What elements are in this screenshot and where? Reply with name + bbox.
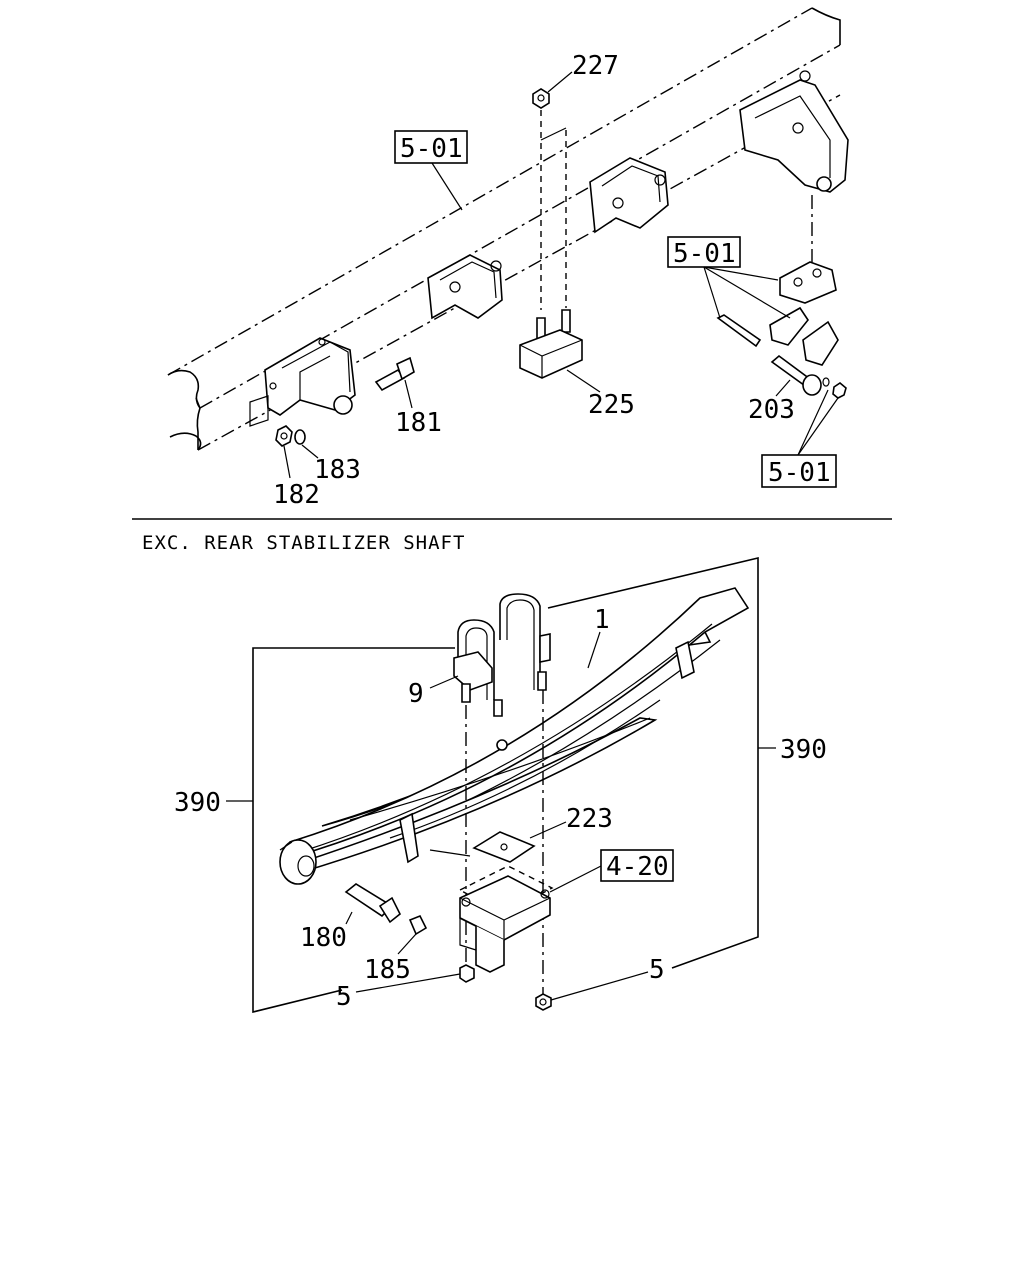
callout-5-right: 5 xyxy=(550,955,665,1001)
callout-181: 181 xyxy=(395,379,442,438)
nut-227 xyxy=(532,88,550,109)
washer-183 xyxy=(294,429,306,445)
part-label-183: 183 xyxy=(314,455,361,485)
rear-shackle-bracket xyxy=(739,70,849,193)
ref-label-4-20: 4-20 xyxy=(606,852,669,882)
callout-5-left: 5 xyxy=(336,973,461,1012)
frame-rail xyxy=(167,7,841,451)
ref-box-5-01-shackle: 5-01 xyxy=(667,236,791,319)
spacer-225 xyxy=(519,309,583,379)
ref-box-5-01-bushing: 5-01 xyxy=(761,389,839,488)
callout-227: 227 xyxy=(547,51,619,93)
part-label-182: 182 xyxy=(273,480,320,510)
pad-223 xyxy=(472,831,536,863)
u-bolt-centerlines xyxy=(540,110,567,310)
part-label-181: 181 xyxy=(395,408,442,438)
part-label-9: 9 xyxy=(408,679,424,709)
grease-nipple-185 xyxy=(408,914,428,936)
callout-183: 183 xyxy=(301,444,361,485)
axle-seat xyxy=(458,865,554,973)
part-label-227: 227 xyxy=(572,51,619,81)
ref-label-5-01-shackle: 5-01 xyxy=(673,239,736,269)
bushing-203 xyxy=(770,354,847,399)
callout-203: 203 xyxy=(748,379,795,425)
callout-225: 225 xyxy=(566,369,635,420)
part-label-390-right: 390 xyxy=(780,735,827,765)
callout-180: 180 xyxy=(300,911,353,953)
callout-390-right: 390 xyxy=(758,735,827,765)
pin-180 xyxy=(344,883,402,924)
shackle-plate xyxy=(716,195,839,366)
part-label-390-left: 390 xyxy=(174,788,221,818)
part-label-5-right: 5 xyxy=(649,955,665,985)
middle-bracket xyxy=(427,254,503,320)
ref-box-4-20: 4-20 xyxy=(549,849,674,893)
part-label-185: 185 xyxy=(364,955,411,985)
ref-label-5-01-frame: 5-01 xyxy=(400,134,463,164)
part-label-223: 223 xyxy=(566,804,613,834)
callout-185: 185 xyxy=(364,933,417,985)
callout-390-left: 390 xyxy=(174,788,253,818)
leaf-spring xyxy=(279,587,750,885)
callout-1: 1 xyxy=(587,605,610,669)
callout-9: 9 xyxy=(408,675,459,709)
part-label-180: 180 xyxy=(300,923,347,953)
part-label-203: 203 xyxy=(748,395,795,425)
u-bolt-9 xyxy=(453,593,551,717)
nut-182 xyxy=(275,425,293,447)
front-spring-hanger-bracket xyxy=(249,337,356,427)
bolt-181 xyxy=(374,356,415,392)
nut-5-left xyxy=(459,964,475,983)
ref-label-5-01-bushing: 5-01 xyxy=(768,458,831,488)
part-label-5-left: 5 xyxy=(336,982,352,1012)
center-bracket xyxy=(589,157,669,234)
part-label-1: 1 xyxy=(594,605,610,635)
part-label-225: 225 xyxy=(588,390,635,420)
callout-223: 223 xyxy=(529,804,613,839)
nut-5-right xyxy=(535,993,552,1011)
ref-box-5-01-frame: 5-01 xyxy=(394,130,468,211)
callout-182: 182 xyxy=(273,445,320,510)
section-title: EXC. REAR STABILIZER SHAFT xyxy=(142,532,465,554)
